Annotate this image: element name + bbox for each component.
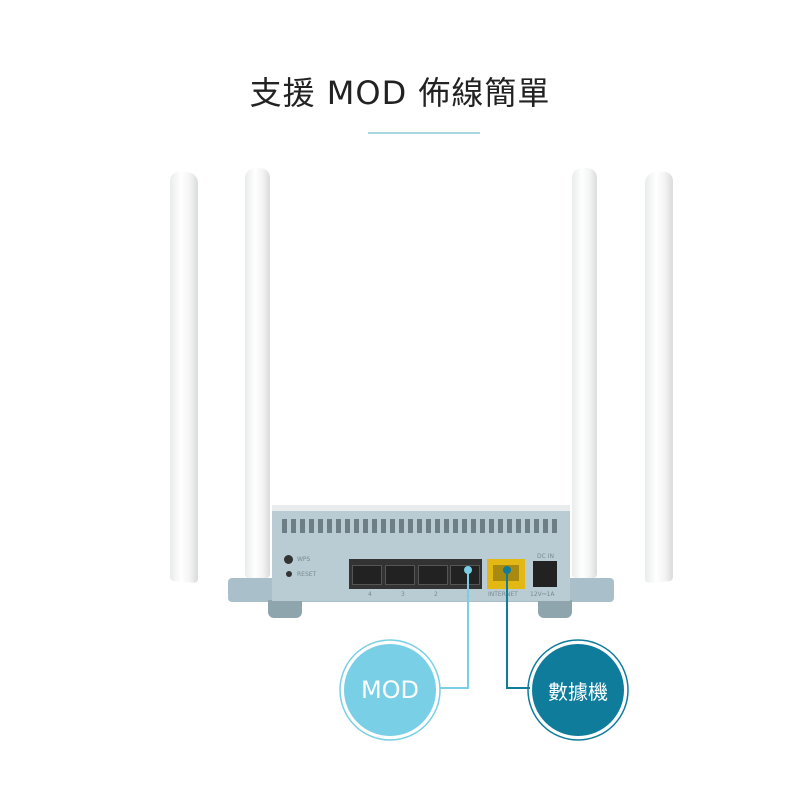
mod-line [440,570,469,689]
dc-jack [533,561,557,587]
power-label: 12V⎓1A [530,591,555,598]
port-label: 3 [401,591,405,598]
dc-in-label: DC IN [537,553,554,560]
reset-button [286,571,292,577]
router-foot-left [268,600,302,618]
wps-label: WPS [297,556,311,563]
mod-label: MOD [360,676,420,704]
modem-callout: 數據機 [532,644,624,736]
antenna-left [245,168,270,578]
modem-label: 數據機 [548,679,608,704]
mod-callout: MOD [344,644,436,736]
router-foot-right [538,600,572,618]
router-back-panel: WPS RESET 4 3 2 1 INTERNET DC IN 12V⎓1A [272,505,570,601]
antenna-right [572,168,597,578]
headline: 支援 MOD 佈線簡單 [249,74,551,112]
internet-label: INTERNET [488,591,518,598]
modem-line [506,570,530,689]
vent-grille [282,519,560,533]
port-label: 2 [434,591,438,598]
reset-label: RESET [297,571,317,578]
wps-button [284,555,293,564]
lan-ports [349,559,482,589]
divider [368,132,480,134]
port-label: 4 [368,591,372,598]
